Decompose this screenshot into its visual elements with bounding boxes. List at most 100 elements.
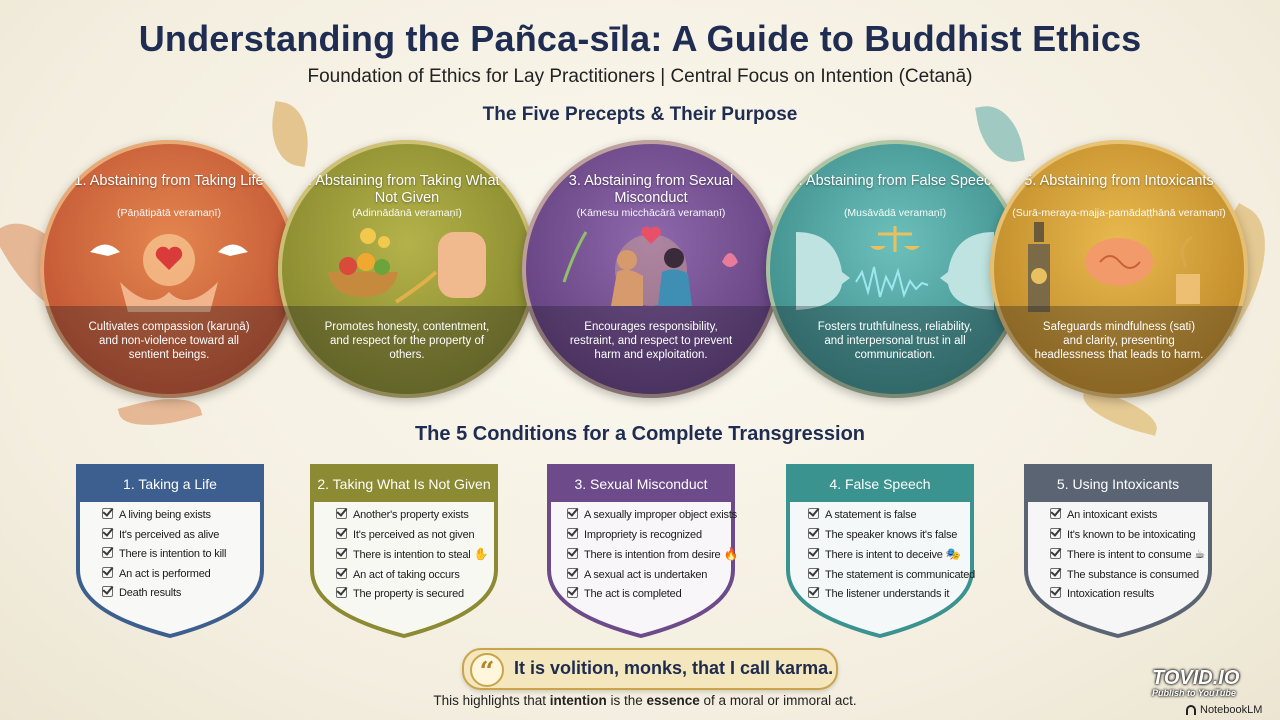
condition-item: Death results [102,584,252,604]
condition-item: A living being exists [102,506,252,526]
footnote-emphasis: intention [549,693,607,708]
checkbox-icon [567,587,578,598]
hand-icon: ✋ [473,547,489,561]
condition-item: Impropriety is recognized [567,526,723,546]
footnote-text: of a moral or immoral act. [699,693,857,708]
precept-description: Cultivates compassion (karuṇā) and non-v… [40,306,298,398]
condition-item: A sexual act is undertaken [567,566,723,586]
condition-title: 5. Using Intoxicants [1056,476,1180,492]
precept-title: 1. Abstaining from Taking Life [74,173,264,189]
condition-item: There is intent to consume☕ [1050,545,1205,566]
checkbox-icon [1050,527,1061,539]
condition-list: A statement is false The speaker knows i… [808,506,975,605]
condition-shield-1: 1. Taking a Life A living being exists I… [72,462,268,638]
cup-icon: ☕ [1194,547,1205,561]
condition-shield-4: 4. False Speech A statement is false The… [782,462,978,638]
offering-bowl-raised-hand-icon [328,228,486,304]
checkbox-icon [808,508,819,519]
precept-pali: (Pāṇātipātā veramaṇī) [117,207,221,219]
precept-circle-1: 1. Abstaining from Taking Life (Pāṇātipā… [40,140,298,398]
precept-title: 5. Abstaining from Intoxicants [1024,173,1214,189]
condition-item: There is intention to kill [102,545,252,565]
precept-pali: (Musāvādā veramaṇī) [843,207,947,219]
page-subtitle: Foundation of Ethics for Lay Practitione… [307,66,973,87]
precept-description: Fosters truthfulness, reliability, and i… [766,306,1024,398]
shield-shape [310,464,498,638]
condition-item: Intoxication results [1050,585,1200,605]
checkbox-icon [808,567,819,579]
condition-item: An act of taking occurs [336,566,486,586]
condition-list: A sexually improper object exists Improp… [567,506,738,605]
condition-item: There is intent to deceive🎭 [808,545,962,566]
precept-circle-5: 5. Abstaining from Intoxicants (Surā-mer… [990,140,1248,398]
precept-circle-4: 4. Abstaining from False Speech (Musāvād… [766,140,1024,398]
watermark-credit: NotebookLM [1200,704,1263,716]
precepts-heading: The Five Precepts & Their Purpose [482,104,798,125]
precept-pali: (Kāmesu micchācārā veramaṇī) [576,207,726,219]
checkbox-icon [336,508,347,519]
shield-shape [76,464,264,638]
shield-shape [547,464,735,638]
condition-item: It's known to be intoxicating [1050,526,1200,546]
page-title: Understanding the Pañca-sīla: A Guide to… [138,18,1142,59]
footnote-emphasis: essence [646,693,700,708]
conditions-heading: The 5 Conditions for a Complete Transgre… [414,423,866,445]
condition-item: There is intention from desire🔥 [567,545,738,566]
checkbox-icon [336,527,347,539]
condition-item: The substance is consumed [1050,566,1200,586]
footnote-text: This highlights that [433,693,550,708]
condition-item: The property is secured [336,585,486,605]
quote-banner: “ It is volition, monks, that I call kar… [462,648,838,690]
watermark-brand: TOVID.IO [1152,667,1240,689]
checkbox-icon [808,548,819,559]
quote-text: It is volition, monks, that I call karma… [514,658,834,678]
condition-title: 1. Taking a Life [123,476,217,492]
condition-item: A statement is false [808,506,962,526]
couple-heart-lotus-icon [562,226,738,306]
footnote-text: is the [606,693,647,708]
checkbox-icon [567,567,578,579]
condition-item: A sexually improper object exists [567,506,737,526]
checkbox-icon [808,527,819,539]
condition-item: An act is performed [102,565,252,585]
bottle-brain-glass-icon [1028,222,1200,312]
condition-item: The listener understands it [808,585,962,605]
shield-shape [1024,464,1212,638]
footnote: This highlights that intention is the es… [0,693,1280,708]
checkbox-icon [567,548,578,559]
hands-heart-doves-icon [90,234,248,312]
checkbox-icon [1050,508,1061,519]
condition-item: An intoxicant exists [1050,506,1200,526]
checkbox-icon [1050,548,1061,559]
checkbox-icon [567,527,578,539]
condition-item: The act is completed [567,585,723,605]
quote-mark-icon: “ [470,653,504,687]
precept-title: 2. Abstaining from Taking What is Not Gi… [299,173,515,206]
shield-shape [786,464,974,638]
watermark-tagline: Publish to YouTube [1152,688,1236,698]
checkbox-icon [1050,587,1061,598]
precept-description: Safeguards mindfulness (sati) and clarit… [990,306,1248,398]
condition-item: Another's property exists [336,506,486,526]
condition-list: Another's property exists It's perceived… [336,506,489,605]
precept-title: 4. Abstaining from False Speech [790,173,1000,189]
checkbox-icon [102,527,113,539]
condition-item: It's perceived as not given [336,526,486,546]
condition-item: It's perceived as alive [102,526,252,546]
precept-pali: (Adinnādānā veramaṇī) [352,207,462,219]
checkbox-icon [336,548,347,559]
precept-title: 3. Abstaining from Sexual Misconduct [568,173,734,206]
condition-list: An intoxicant exists It's known to be in… [1050,506,1205,605]
checkbox-icon [102,586,113,597]
condition-shield-3: 3. Sexual Misconduct A sexually improper… [543,462,739,638]
checkbox-icon [1050,567,1061,579]
condition-item: The speaker knows it's false [808,526,962,546]
precept-description: Promotes honesty, contentment, and respe… [278,306,536,398]
checkbox-icon [336,587,347,598]
watermark: TOVID.IO Publish to YouTube [1152,668,1272,698]
notebooklm-logo-icon [1186,705,1196,715]
mask-icon: 🎭 [945,547,961,561]
precept-pali: (Surā-meraya-majja-pamādaṭṭhānā veramaṇī… [1012,207,1226,219]
precept-circle-2: 2. Abstaining from Taking What is Not Gi… [278,140,536,398]
condition-title: 4. False Speech [829,476,931,492]
